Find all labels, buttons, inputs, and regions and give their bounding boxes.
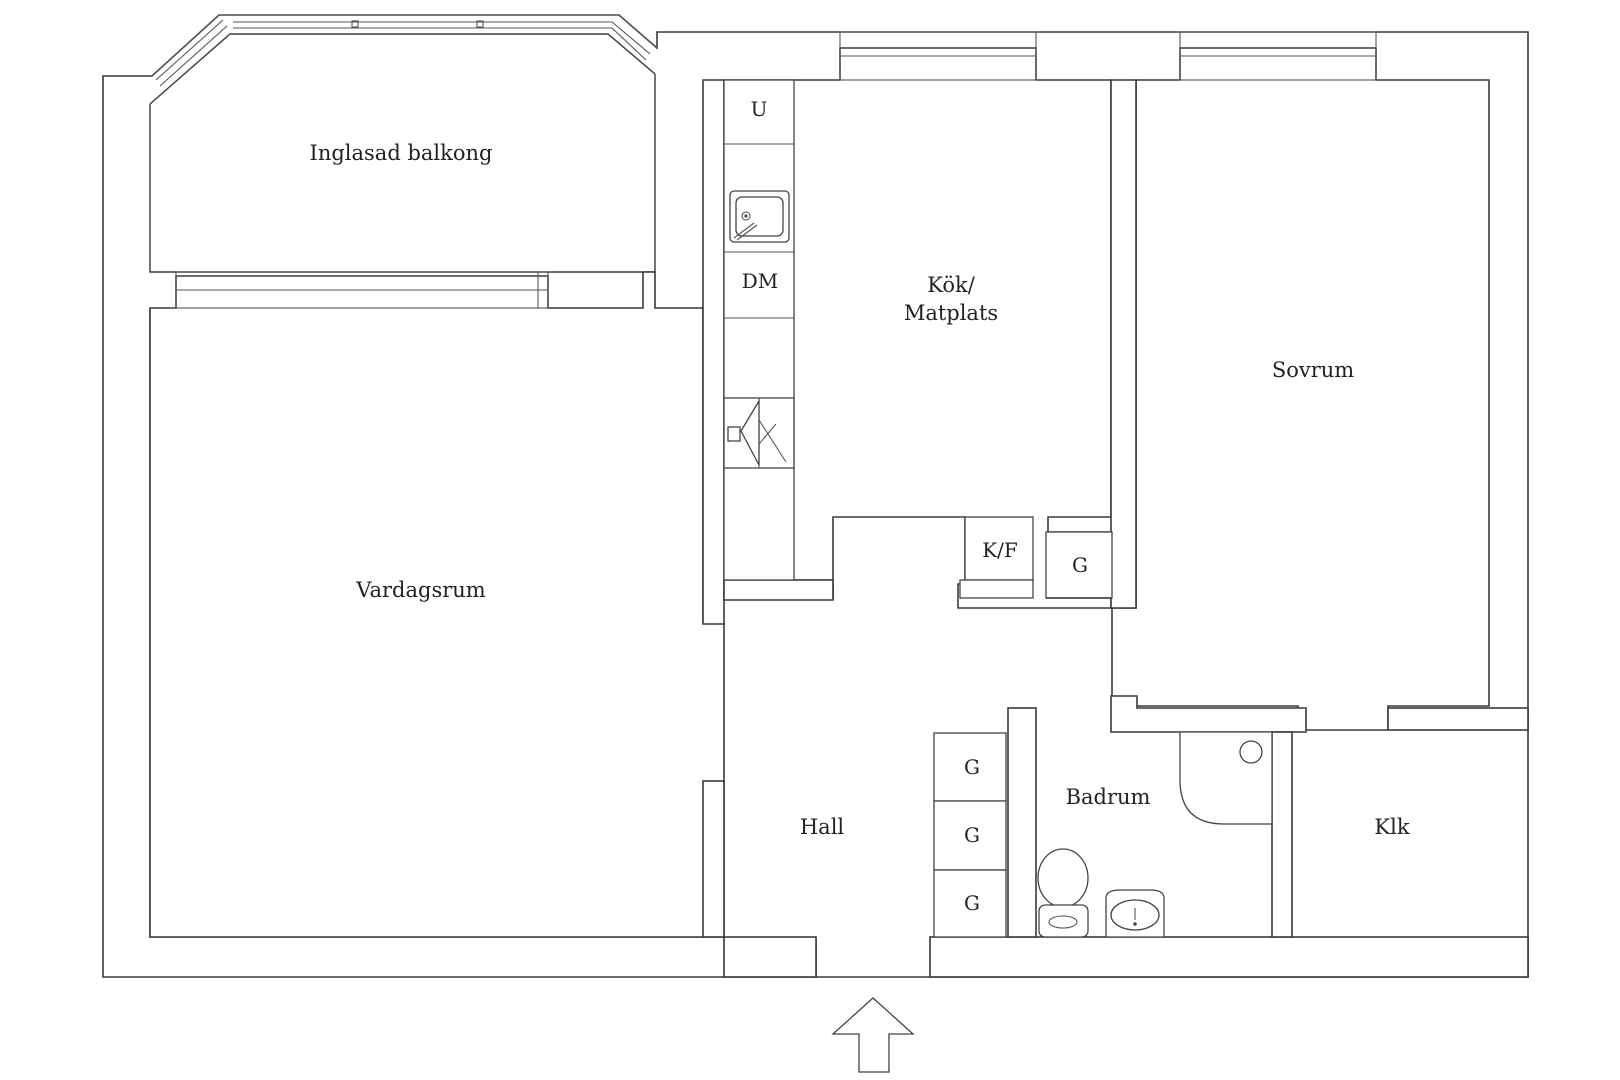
lower-walls bbox=[702, 695, 1529, 978]
hall-g1-label: G bbox=[964, 755, 980, 779]
rooms bbox=[149, 47, 1490, 938]
hall-g2-label: G bbox=[964, 823, 980, 847]
living-room-window bbox=[175, 271, 549, 309]
balcony-windows bbox=[151, 14, 658, 87]
bedroom-window bbox=[1179, 31, 1377, 81]
fixture-kf-label: K/F bbox=[982, 538, 1018, 562]
room-kitchen-label-1: Kök/ bbox=[927, 273, 975, 297]
room-bathroom-label: Badrum bbox=[1066, 785, 1151, 809]
hall-closets bbox=[933, 732, 1007, 938]
kitchen-cabinets bbox=[959, 516, 1113, 599]
kitchen-counter bbox=[723, 79, 795, 581]
toilet-icon bbox=[1037, 848, 1089, 938]
entrance-arrow-icon bbox=[831, 997, 915, 1073]
kitchen-window bbox=[839, 31, 1037, 81]
hall-g3-label: G bbox=[964, 891, 980, 915]
room-kitchen-label-2: Matplats bbox=[904, 301, 998, 325]
fixture-dm-label: DM bbox=[742, 269, 779, 293]
washbasin-icon bbox=[1105, 889, 1165, 938]
kitchen-sink-icon bbox=[729, 190, 790, 243]
room-hall-label: Hall bbox=[800, 815, 845, 839]
fixture-kitchen-g-label: G bbox=[1072, 553, 1088, 577]
kitchen-hood-icon bbox=[723, 397, 795, 469]
room-bedroom-label: Sovrum bbox=[1272, 358, 1354, 382]
room-closet-label: Klk bbox=[1374, 815, 1409, 839]
kitchen-bedroom-wall bbox=[1110, 79, 1137, 609]
fixture-u-label: U bbox=[751, 97, 768, 121]
room-living-label: Vardagsrum bbox=[355, 578, 486, 602]
room-balcony-label: Inglasad balkong bbox=[310, 141, 493, 165]
shower-icon bbox=[1179, 731, 1273, 825]
